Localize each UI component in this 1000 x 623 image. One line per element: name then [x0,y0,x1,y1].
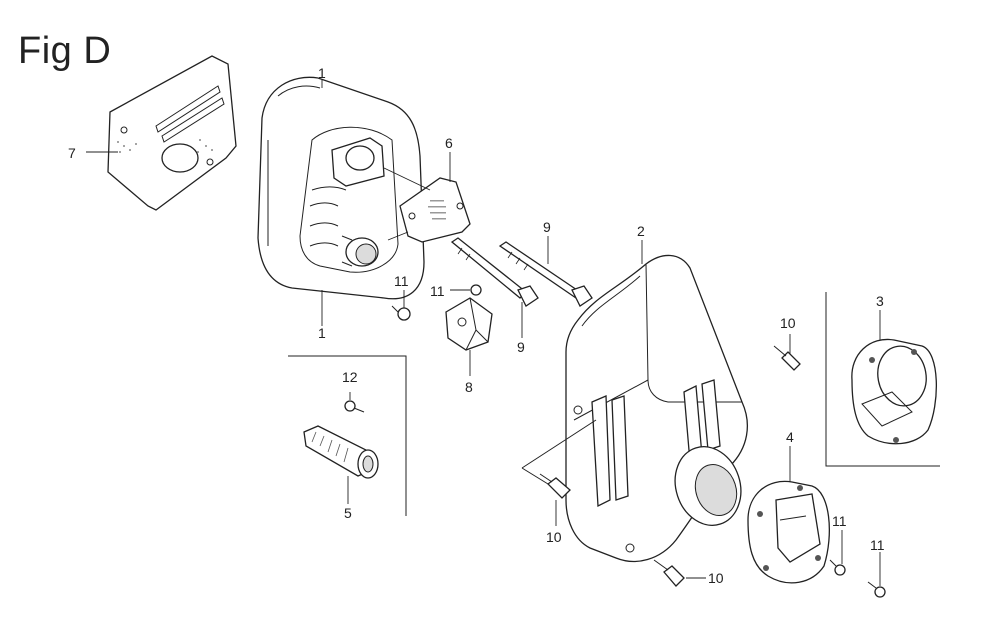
part-5-spark-arrester[interactable] [303,425,379,479]
callout-11-c: 11 [832,513,847,529]
part-4-exhaust-deflector[interactable] [747,480,830,584]
callout-5: 5 [344,505,352,521]
callout-11-d: 11 [870,537,885,553]
callout-1-lower: 1 [318,325,326,341]
part-10-bolt-b[interactable] [539,473,571,499]
part-11-screw-c[interactable] [829,559,846,576]
part-10-bolt-c[interactable] [653,559,685,587]
callout-labels: 1 1 2 3 4 5 6 7 8 9 9 10 10 10 11 11 11 … [68,65,885,586]
part-3-outlet-cover[interactable] [851,338,937,445]
part-9-stud-bolt-lower[interactable] [450,237,539,307]
callout-10-bottom: 10 [708,570,724,586]
callout-10-left: 10 [546,529,562,545]
callout-12: 12 [342,369,358,385]
part-6-gasket[interactable] [399,177,471,243]
figure-title: Fig D [18,30,112,72]
callout-9-lower: 9 [517,339,525,355]
part-10-bolt-a[interactable] [773,345,801,371]
part-8-nut[interactable] [445,297,493,351]
callout-3: 3 [876,293,884,309]
callout-8: 8 [465,379,473,395]
callout-10-right: 10 [780,315,796,331]
group-bracket-lines [288,292,940,516]
callout-1: 1 [318,65,326,81]
part-7-heat-shield[interactable] [107,55,237,211]
part-12-screw[interactable] [344,400,365,413]
callout-11-b: 11 [430,283,445,299]
part-11-screw-a[interactable] [391,305,411,321]
part-1-muffler[interactable] [257,76,425,300]
callout-6: 6 [445,135,453,151]
callout-11-a: 11 [394,273,409,289]
callout-9-upper: 9 [543,219,551,235]
part-2-muffler-protector[interactable] [565,254,751,562]
part-9-stud-bolt-upper[interactable] [498,241,593,307]
callout-4: 4 [786,429,794,445]
part-11-screw-b[interactable] [464,284,482,296]
part-11-screw-d[interactable] [867,581,886,598]
leader-lines [86,80,881,586]
callout-7: 7 [68,145,76,161]
callout-2: 2 [637,223,645,239]
